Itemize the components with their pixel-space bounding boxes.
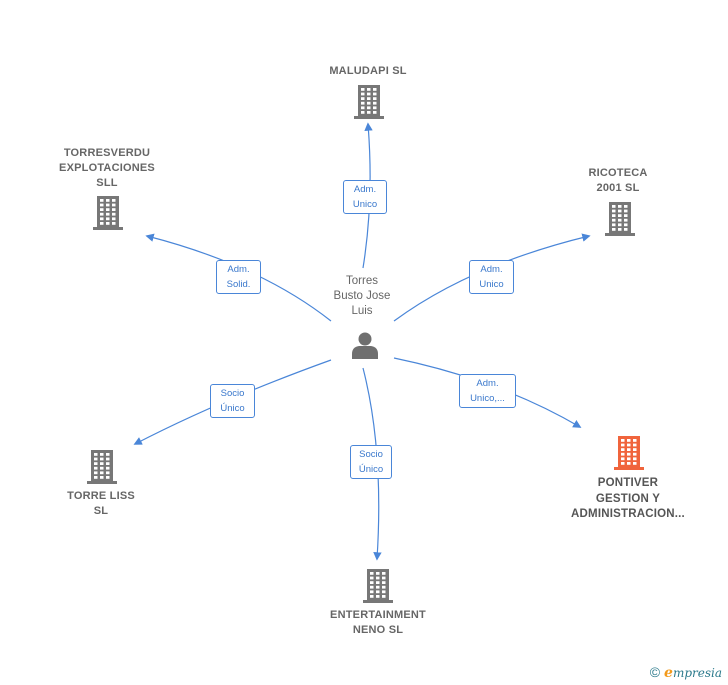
edge-label-maludapi[interactable]: Adm. Unico (343, 180, 387, 214)
building-icon[interactable] (362, 568, 394, 604)
node-label-pontiver[interactable]: PONTIVER GESTION Y ADMINISTRACION... (571, 477, 685, 520)
person-icon[interactable] (350, 330, 380, 360)
brand-name: mpresia (672, 666, 722, 680)
node-label-torreliss[interactable]: TORRE LISS SL (67, 490, 135, 517)
node-label-torresverdu[interactable]: TORRESVERDU EXPLOTACIONES SLL (59, 147, 155, 189)
building-icon[interactable] (613, 435, 645, 471)
building-icon[interactable] (92, 195, 124, 231)
footer-brand: ©empresia (650, 664, 722, 681)
building-icon[interactable] (604, 201, 636, 237)
edge-label-ricoteca[interactable]: Adm. Unico (469, 260, 514, 294)
node-label-maludapi[interactable]: MALUDAPI SL (329, 65, 407, 77)
node-label-ricoteca[interactable]: RICOTECA 2001 SL (588, 167, 648, 194)
node-label-entertainment[interactable]: ENTERTAINMENT NENO SL (330, 609, 426, 636)
building-icon[interactable] (86, 449, 118, 485)
brand-logo-letter: e (664, 665, 673, 681)
copyright-icon: © (649, 664, 661, 680)
edge-label-torreliss[interactable]: Socio Único (210, 384, 255, 418)
center-person-label: Torres Busto Jose Luis (333, 275, 391, 317)
edge-label-pontiver[interactable]: Adm. Unico,... (459, 374, 516, 408)
edge-label-entertainment[interactable]: Socio Único (350, 445, 392, 479)
edge-label-torresverdu[interactable]: Adm. Solid. (216, 260, 261, 294)
building-icon[interactable] (353, 84, 385, 120)
